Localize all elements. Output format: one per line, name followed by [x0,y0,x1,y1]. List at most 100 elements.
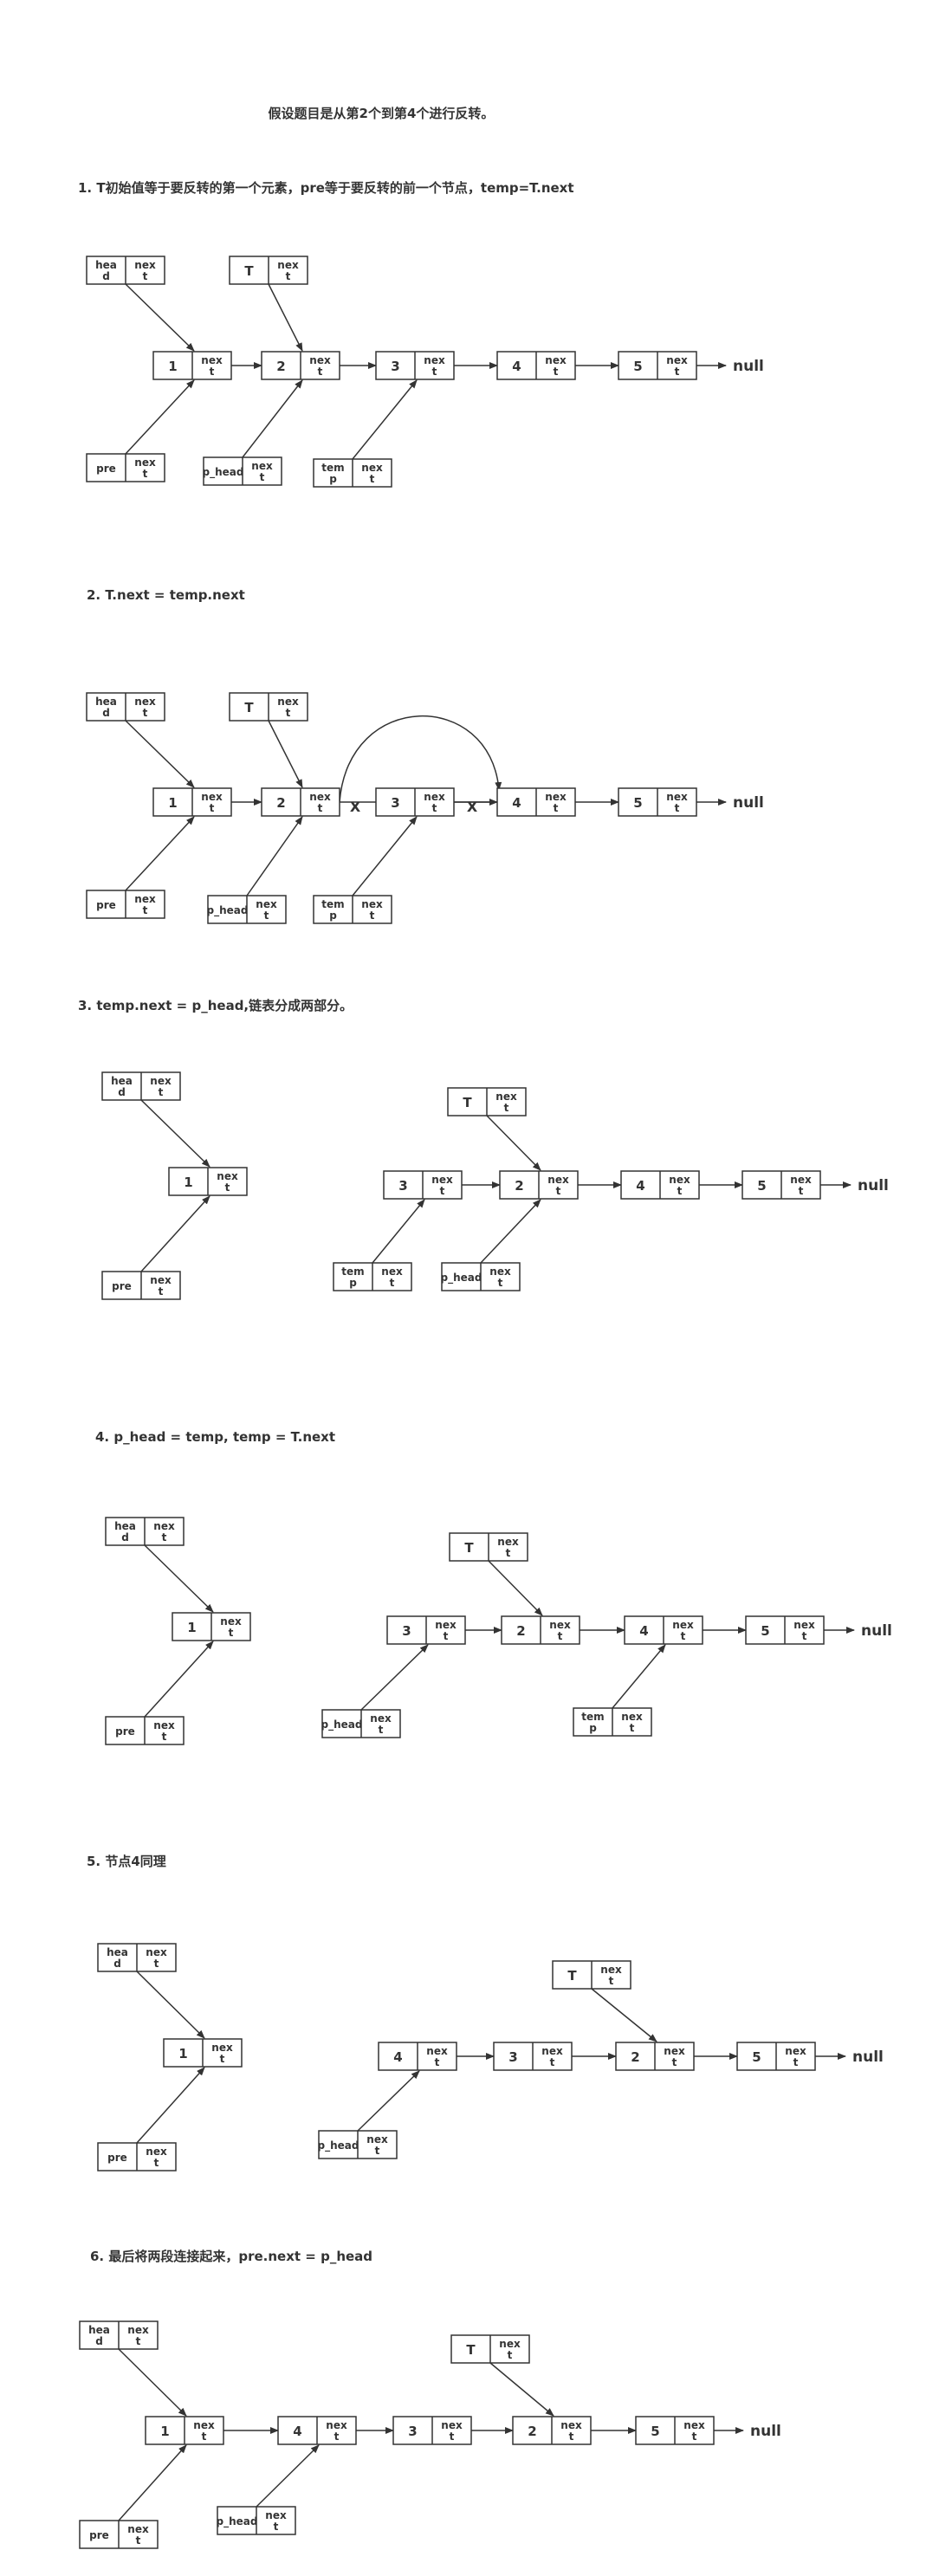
pointer-arrow [352,379,418,460]
pointer-arrow [486,1115,541,1171]
pointer-arrow [360,1644,429,1711]
null-terminator: null [750,2423,781,2440]
node-value-label: 3 [391,359,399,374]
node-value-label: 2 [276,359,285,374]
node-value-label: 4 [293,2424,301,2439]
node-value-label: 3 [391,795,399,811]
x-mark: X [467,799,478,815]
node-value-label: T [466,2342,476,2358]
node-value-label: pre [115,1725,135,1738]
pointer-arrow [372,1199,425,1264]
pointer-arrow [144,1641,214,1718]
null-terminator: null [852,2049,884,2066]
node-value-label: 2 [631,2049,639,2065]
x-mark: X [350,799,361,815]
node-value-label: 5 [633,359,642,374]
pointer-arrow [591,1988,657,2042]
pointer-arrow [125,816,195,891]
node-value-label: 1 [184,1175,192,1190]
step-title: 4. p_head = temp, temp = T.next [95,1429,335,1445]
node-value-label: 2 [276,795,285,811]
pointer-arrow [612,1644,666,1709]
pointer-arrow [246,816,303,896]
node-value-label: p_head [203,466,244,479]
node-value-label: 4 [639,1623,648,1639]
pointer-arrow [242,379,303,458]
node-value-label: 3 [402,1623,411,1639]
pointer-arrow [256,2444,320,2508]
null-terminator: null [733,358,764,375]
step-title: 2. T.next = temp.next [87,587,245,603]
pointer-arrow [268,283,303,352]
node-value-label: 4 [393,2049,402,2065]
pointer-arrow [125,720,195,788]
node-value-label: 4 [636,1178,644,1194]
node-value-label: T [567,1968,577,1984]
node-value-label: 5 [651,2424,659,2439]
node-value-label: pre [96,463,116,475]
node-value-label: 1 [178,2046,187,2061]
node-value-label: 5 [757,1178,766,1194]
pointer-arrow [136,2067,205,2144]
pointer-arrow [125,379,195,455]
node-value-label: T [244,700,254,715]
relink-curve-arrow [339,715,502,803]
node-value-label: 5 [752,2049,761,2065]
pointer-arrow [140,1195,210,1272]
